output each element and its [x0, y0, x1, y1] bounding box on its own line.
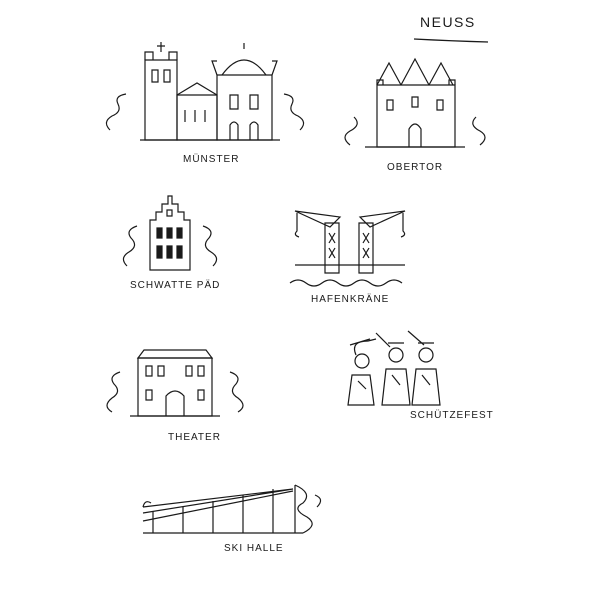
skihalle-drawing: [135, 475, 335, 545]
skihalle-label: SKI HALLE: [224, 543, 284, 554]
title-underline: [412, 36, 492, 44]
hafenkraene-drawing: [285, 203, 415, 293]
schwatte-paed-drawing: [115, 188, 225, 276]
theater-drawing: [100, 340, 250, 425]
muenster-drawing: [100, 40, 320, 150]
schuetzenfest-drawing: [338, 325, 453, 415]
hafenkraene-label: HAFENKRÄNE: [311, 294, 390, 305]
schuetzenfest-label: SCHÜTZEFEST: [410, 410, 494, 421]
obertor-drawing: [335, 55, 495, 155]
muenster-label: MÜNSTER: [183, 154, 240, 165]
theater-label: THEATER: [168, 432, 221, 443]
page-title: NEUSS: [420, 14, 476, 30]
schwatte-paed-label: SCHWATTE PÄD: [130, 280, 221, 291]
obertor-label: OBERTOR: [387, 162, 444, 173]
